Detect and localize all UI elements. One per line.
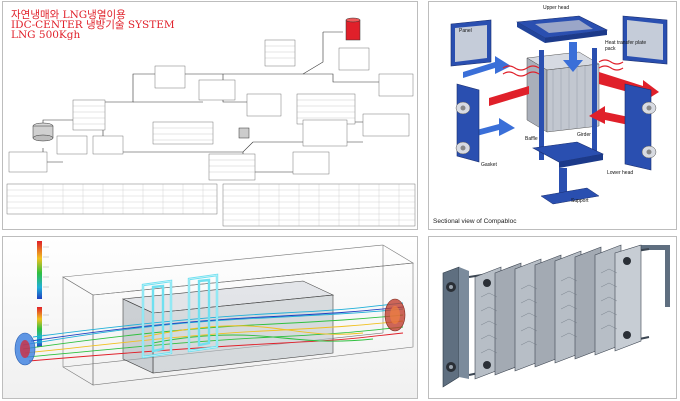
storage-tank (32, 122, 54, 142)
color-legend-lower (37, 307, 42, 347)
outlet-pipe (384, 298, 406, 332)
plate-heat-exchanger-panel (428, 236, 677, 399)
process-flow-diagram (6, 17, 416, 227)
lower-head (532, 141, 604, 168)
plate-stack (474, 244, 642, 380)
plate-heat-exchanger-render (442, 244, 670, 388)
title-line-2: IDC-CENTER 냉방기술 SYSTEM (11, 19, 175, 31)
baffle-coils (502, 59, 624, 77)
summary-table-left (6, 183, 218, 215)
red-vessel (345, 17, 361, 41)
figure-caption: Sectional view of Compabloc (433, 218, 517, 225)
girders (539, 48, 597, 160)
chevron-pattern (480, 268, 618, 354)
color-legend-upper (37, 241, 42, 299)
streamlines (22, 302, 404, 362)
process-flow-panel: 자연냉매와 LNG냉열이용 IDC-CENTER 냉방기술 SYSTEM LNG… (2, 1, 418, 230)
summary-table-right (222, 183, 416, 227)
inner-duct (121, 280, 335, 374)
right-panel (622, 15, 668, 65)
inlet-pipe (14, 332, 36, 366)
left-panel (450, 19, 492, 67)
title-line-1: 자연냉매와 LNG냉열이용 (11, 9, 126, 21)
upper-head (516, 15, 609, 43)
left-side-plate (455, 83, 480, 163)
title-line-3: LNG 500Kgh (11, 29, 81, 41)
label-gasket: Gasket (481, 162, 497, 168)
support (540, 168, 600, 205)
diagram-title: 자연냉매와 LNG냉열이용 IDC-CENTER 냉방기술 SYSTEM LNG… (11, 9, 175, 41)
compabloc-panel: Upper head Panel Heat transfer plate pac… (428, 1, 677, 230)
label-panel: Panel (459, 28, 472, 34)
cfd-simulation-panel (2, 236, 418, 399)
label-baffle: Baffle (525, 136, 538, 142)
cfd-visualization (14, 241, 414, 386)
label-girder: Girder (577, 132, 591, 138)
compabloc-exploded-view (450, 15, 668, 205)
label-support: Support (571, 198, 589, 204)
separator (238, 127, 250, 139)
label-heat-transfer-plate-pack: Heat transfer plate pack (605, 40, 647, 52)
label-lower-head: Lower head (607, 170, 634, 176)
label-upper-head: Upper head (543, 5, 570, 11)
plate-pack (526, 51, 600, 133)
right-side-plate (624, 83, 657, 171)
